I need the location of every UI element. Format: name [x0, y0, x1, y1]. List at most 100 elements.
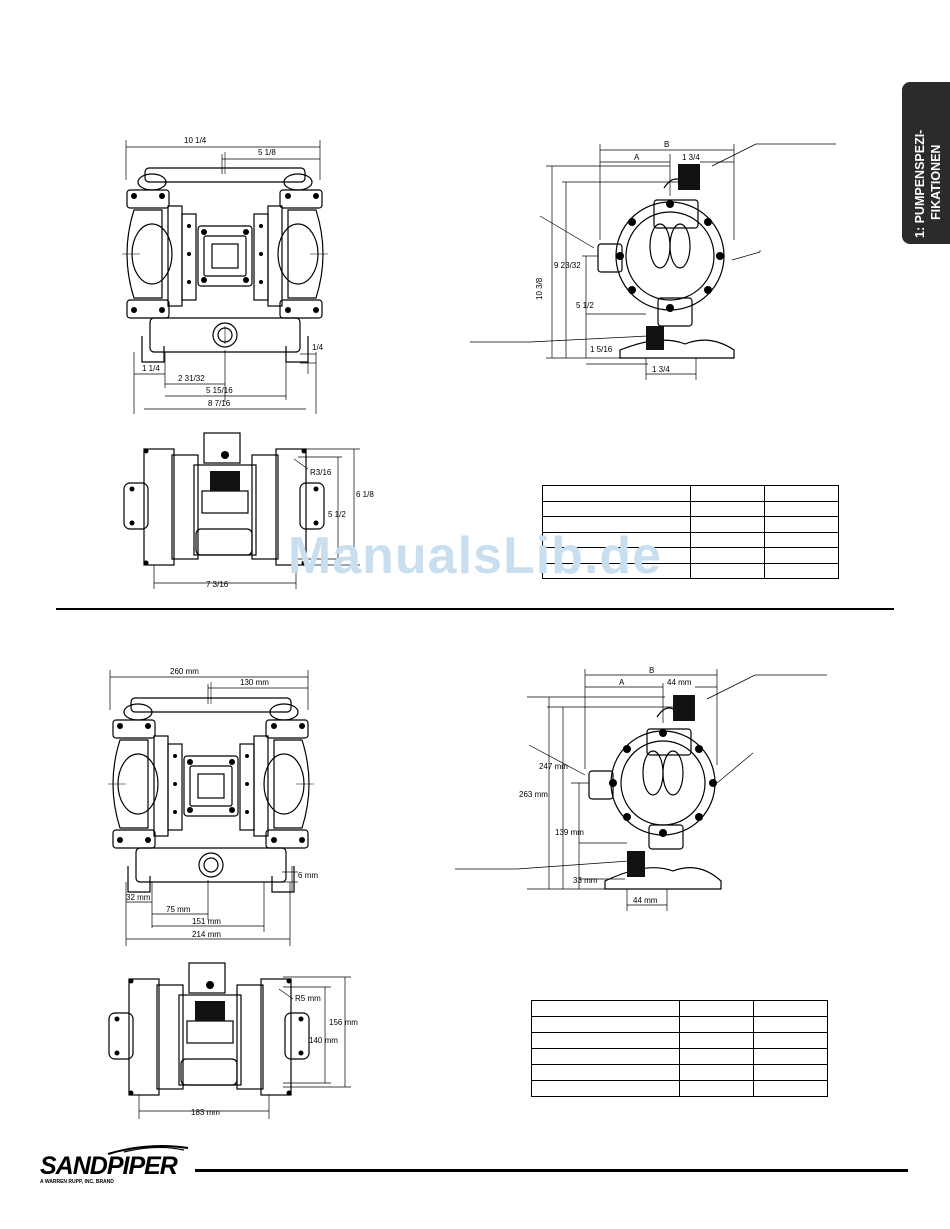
dim-radius: R3/16	[310, 468, 332, 477]
table-cell	[531, 1048, 680, 1065]
metric-front-view-drawing: 260 mm 130 mm 6 mm 32 mm 75 mm 151 mm 21…	[108, 667, 318, 946]
label-a: A	[634, 153, 640, 162]
table-cell	[764, 500, 839, 517]
metric-dim-base-width: 214 mm	[192, 930, 221, 939]
metric-dim-foot-left: 32 mm	[126, 893, 151, 902]
dim-foot-center: 2 31/32	[178, 374, 205, 383]
metric-dim-base-offset: 44 mm	[633, 896, 658, 905]
metric-dim-foot-span: 151 mm	[192, 917, 221, 926]
table-cell	[679, 1048, 754, 1065]
dim-half-width: 5 1/8	[258, 148, 276, 157]
dim-inlet-offset: 1/4	[312, 343, 324, 352]
sandpiper-logo: SANDPIPER A WARREN RUPP, INC. BRAND	[38, 1142, 198, 1192]
metric-dim-height-total: 263 mm	[519, 790, 548, 799]
brand-name: SANDPIPER	[40, 1152, 178, 1180]
brand-tagline: A WARREN RUPP, INC. BRAND	[40, 1179, 114, 1185]
table-cell	[753, 1048, 828, 1065]
dim-base-offset: 1 3/4	[652, 365, 670, 374]
table-row	[531, 1048, 828, 1065]
table-row	[531, 1064, 828, 1081]
table-cell	[531, 1080, 680, 1097]
metric-dim-height-low: 33 mm	[573, 876, 598, 885]
table-cell	[542, 485, 691, 502]
metric-dim-discharge-offset: 44 mm	[667, 678, 692, 687]
imperial-side-view-drawing: B A 1 3/4 10 3/8 9 23/32 5 1/2 1 5/16 1 …	[470, 140, 836, 380]
metric-dim-width: 183 mm	[191, 1108, 220, 1117]
table-cell	[531, 1016, 680, 1033]
table-cell	[764, 562, 839, 579]
table-row	[531, 1016, 828, 1033]
table-cell	[753, 1032, 828, 1049]
table-row	[542, 485, 839, 502]
section-tab: 1: PUMPENSPEZI- FIKATIONEN	[902, 82, 950, 244]
metric-dim-radius: R5 mm	[295, 994, 321, 1003]
metric-dim-inner-depth: 140 mm	[309, 1036, 338, 1045]
metric-dim-height-mid: 139 mm	[555, 828, 584, 837]
dim-overall-width: 10 1/4	[184, 136, 207, 145]
table-cell	[542, 547, 691, 564]
table-row	[531, 1080, 828, 1097]
table-cell	[690, 562, 765, 579]
dim-height-low: 1 5/16	[590, 345, 613, 354]
table-cell	[679, 1016, 754, 1033]
table-row	[542, 500, 839, 517]
metric-dim-overall-width: 260 mm	[170, 667, 199, 676]
metric-dimension-table	[531, 1000, 828, 1097]
table-cell	[753, 1000, 828, 1017]
table-cell	[531, 1032, 680, 1049]
table-cell	[764, 547, 839, 564]
table-cell	[753, 1064, 828, 1081]
metric-dim-foot-center: 75 mm	[166, 905, 191, 914]
table-cell	[679, 1064, 754, 1081]
table-cell	[764, 485, 839, 502]
table-row	[542, 516, 839, 533]
imperial-front-view-drawing: 10 1/4 5 1/8 1/4 1 1/4 2 31/32 5 15/16 8…	[122, 136, 328, 414]
section-tab-line1: 1: PUMPENSPEZI-	[913, 130, 927, 238]
dim-discharge-offset: 1 3/4	[682, 153, 700, 162]
table-cell	[542, 516, 691, 533]
table-cell	[531, 1000, 680, 1017]
table-cell	[679, 1000, 754, 1017]
metric-dim-height-upper: 247 mm	[539, 762, 568, 771]
metric-dim-half-width: 130 mm	[240, 678, 269, 687]
table-row	[531, 1000, 828, 1017]
metric-dim-inlet-offset: 6 mm	[298, 871, 318, 880]
dim-height-upper: 9 23/32	[554, 261, 581, 270]
dim-foot-left: 1 1/4	[142, 364, 160, 373]
table-cell	[679, 1080, 754, 1097]
section-tab-line2: FIKATIONEN	[929, 145, 943, 220]
footer-rule	[195, 1169, 908, 1172]
table-cell	[690, 500, 765, 517]
imperial-dimension-table	[542, 485, 839, 579]
dim-inner-depth: 5 1/2	[328, 510, 346, 519]
dim-height-mid: 5 1/2	[576, 301, 594, 310]
label-b: B	[664, 140, 669, 149]
table-cell	[690, 485, 765, 502]
metric-top-view-drawing: R5 mm 156 mm 140 mm 183 mm	[108, 962, 358, 1119]
dim-width: 7 3/16	[206, 580, 229, 589]
table-cell	[764, 531, 839, 548]
imperial-top-view-drawing: R3/16 6 1/8 5 1/2 7 3/16	[123, 432, 374, 589]
table-row	[542, 562, 839, 579]
table-cell	[690, 547, 765, 564]
table-row	[531, 1032, 828, 1049]
table-cell	[542, 562, 691, 579]
table-row	[542, 547, 839, 564]
dim-foot-span: 5 15/16	[206, 386, 233, 395]
dim-outer-depth: 6 1/8	[356, 490, 374, 499]
table-cell	[542, 500, 691, 517]
table-row	[542, 531, 839, 548]
table-cell	[753, 1080, 828, 1097]
metric-dim-outer-depth: 156 mm	[329, 1018, 358, 1027]
dim-base-width: 8 7/16	[208, 399, 231, 408]
table-cell	[764, 516, 839, 533]
metric-label-a: A	[619, 678, 625, 687]
table-cell	[690, 516, 765, 533]
table-cell	[690, 531, 765, 548]
metric-label-b: B	[649, 666, 654, 675]
table-cell	[531, 1064, 680, 1081]
table-cell	[542, 531, 691, 548]
dim-height-total: 10 3/8	[535, 277, 544, 300]
section-divider	[56, 608, 894, 610]
table-cell	[679, 1032, 754, 1049]
